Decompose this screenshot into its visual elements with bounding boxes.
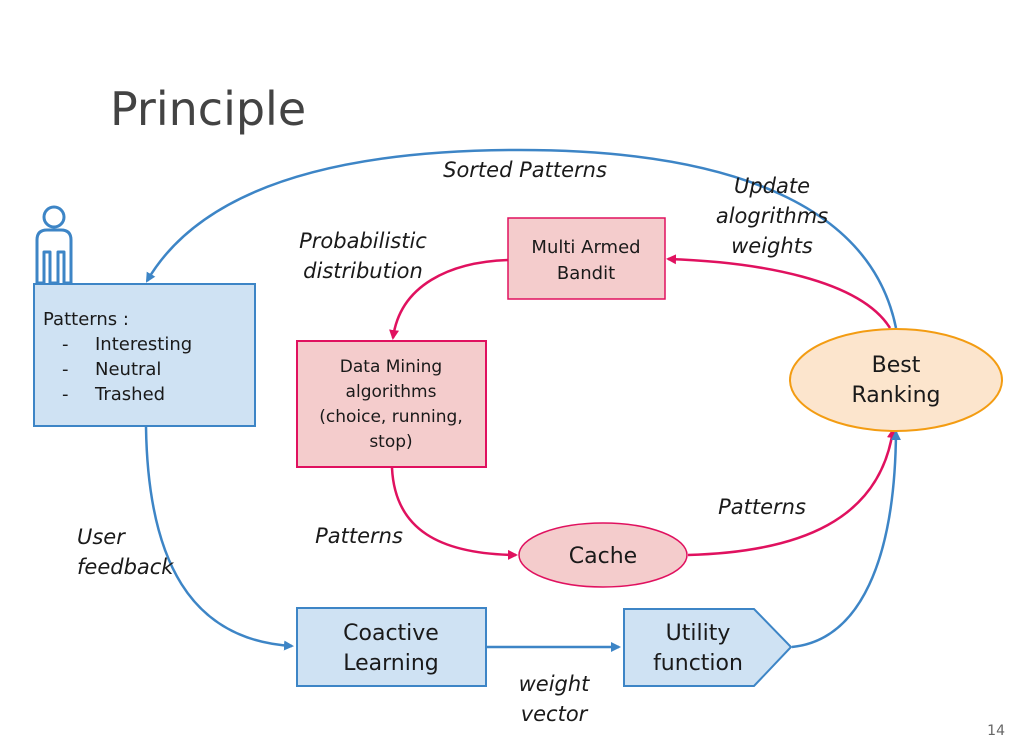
label-update-line3: weights bbox=[731, 234, 813, 258]
mab-line2: Bandit bbox=[557, 263, 615, 284]
dm-line1: Data Mining bbox=[340, 357, 442, 377]
label-prob-line2: distribution bbox=[303, 259, 423, 283]
best-line1: Best bbox=[872, 353, 921, 378]
label-update-line1: Update bbox=[734, 174, 810, 198]
mab-line1: Multi Armed bbox=[531, 237, 640, 258]
bullet-dash: - bbox=[62, 334, 69, 355]
page-title: Principle bbox=[110, 82, 307, 136]
cache-node: Cache bbox=[518, 522, 688, 588]
dm-line4: stop) bbox=[369, 432, 412, 452]
coactive-line1: Coactive bbox=[343, 621, 439, 646]
label-prob-line1: Probabilistic bbox=[299, 229, 427, 253]
bullet-dash: - bbox=[62, 384, 69, 405]
utility-line2: function bbox=[653, 651, 743, 676]
coactive-learning-box: Coactive Learning bbox=[296, 607, 487, 687]
edge-update-weights bbox=[666, 254, 892, 329]
patterns-item-interesting: Interesting bbox=[95, 334, 192, 355]
patterns-heading: Patterns : bbox=[43, 309, 129, 330]
edge-utility-best bbox=[791, 430, 901, 649]
edge-prob-dist bbox=[389, 258, 509, 340]
dm-line2: algorithms bbox=[346, 382, 437, 402]
data-mining-box: Data Mining algorithms (choice, running,… bbox=[296, 340, 487, 468]
dm-line3: (choice, running, bbox=[319, 407, 463, 427]
person-icon bbox=[35, 205, 73, 285]
label-weight-line1: weight bbox=[519, 672, 591, 696]
label-patterns-cache-best: Patterns bbox=[718, 495, 806, 519]
best-ranking-node: Best Ranking bbox=[789, 328, 1003, 432]
utility-line1: Utility bbox=[666, 621, 731, 646]
label-user-feedback-line1: User bbox=[77, 525, 126, 549]
best-line2: Ranking bbox=[852, 383, 941, 408]
edge-sorted-patterns bbox=[145, 148, 898, 329]
patterns-item-neutral: Neutral bbox=[95, 359, 161, 380]
label-user-feedback-line2: feedback bbox=[77, 555, 174, 579]
bullet-dash: - bbox=[62, 359, 69, 380]
edge-user-feedback bbox=[144, 426, 294, 651]
label-sorted-patterns: Sorted Patterns bbox=[443, 158, 607, 182]
edge-patterns-dm-cache bbox=[390, 467, 518, 560]
multi-armed-bandit-box: Multi Armed Bandit bbox=[507, 217, 666, 300]
patterns-item-trashed: Trashed bbox=[94, 384, 165, 405]
cache-label: Cache bbox=[569, 544, 637, 569]
edge-patterns-cache-best bbox=[687, 428, 897, 557]
label-update-line2: alogrithms bbox=[716, 204, 828, 228]
label-patterns-dm-cache: Patterns bbox=[315, 524, 403, 548]
utility-function-node: Utility function bbox=[623, 608, 793, 687]
patterns-box: Patterns : - Interesting - Neutral - Tra… bbox=[33, 283, 256, 427]
page-number: 14 bbox=[987, 723, 1005, 739]
label-weight-line2: vector bbox=[521, 702, 589, 726]
coactive-line2: Learning bbox=[343, 651, 439, 676]
